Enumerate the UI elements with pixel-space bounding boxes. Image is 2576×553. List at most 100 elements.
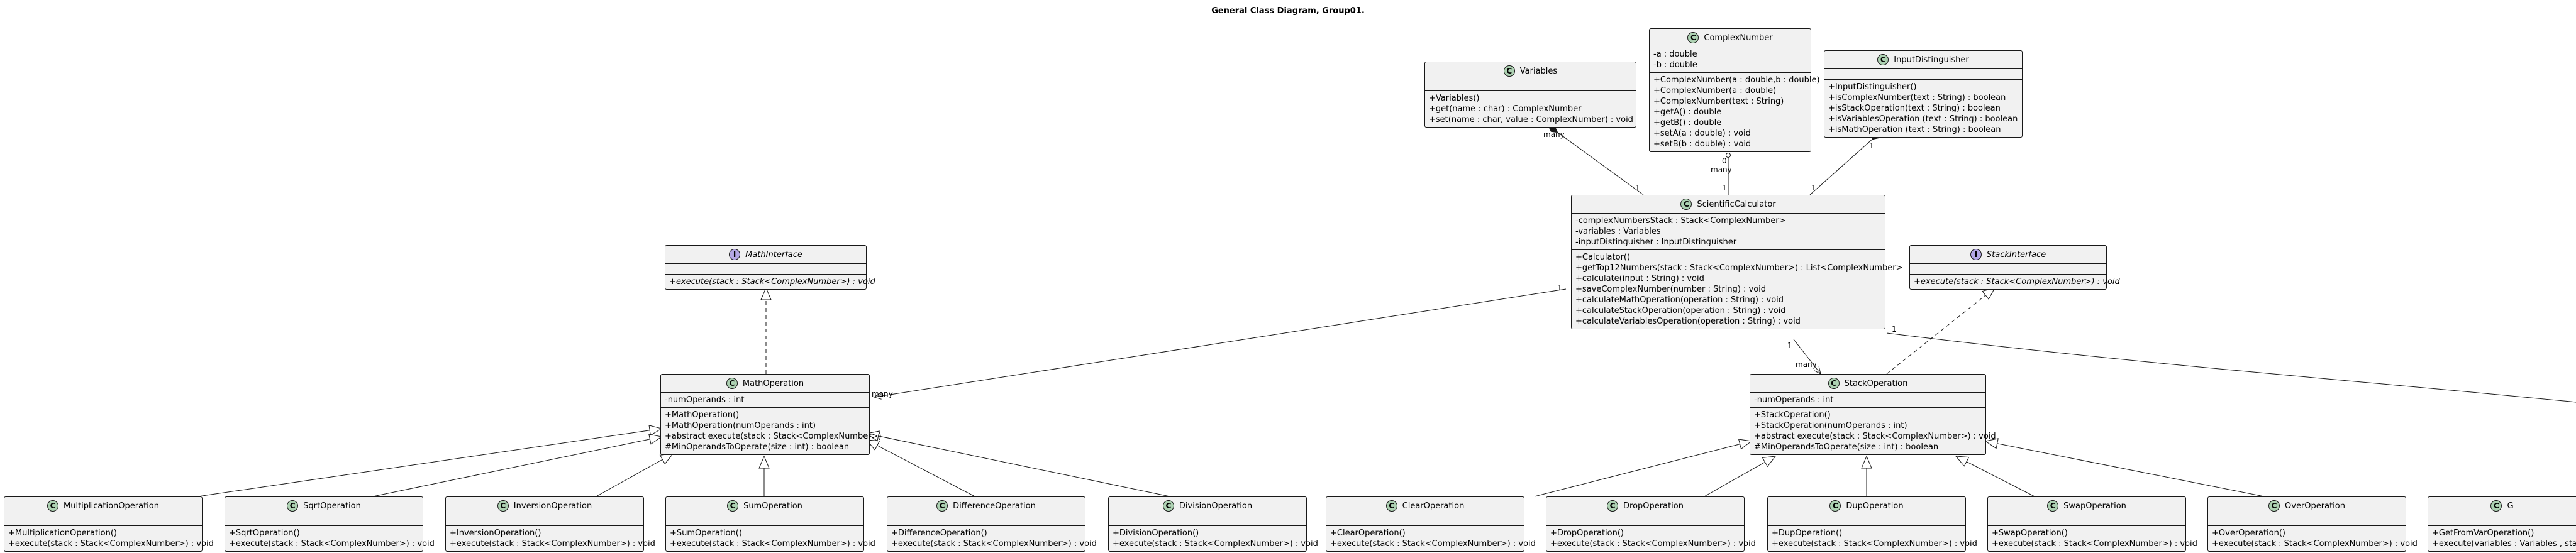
methods-section: +SqrtOperation()+execute(stack : Stack<C… (225, 526, 435, 551)
method-row: +execute(stack : Stack<ComplexNumber>) :… (450, 539, 655, 549)
methods-section: +StackOperation()+StackOperation(numOper… (1750, 408, 1996, 454)
method-row: +getB() : double (1653, 118, 1722, 128)
method-row: +isStackOperation(text : String) : boole… (1828, 104, 2001, 113)
method-row: +SumOperation() (670, 528, 742, 538)
method-row: +execute(stack : Stack<ComplexNumber>) :… (669, 277, 875, 287)
edge-drop-stackop (1704, 456, 1777, 497)
fields-section (1824, 69, 2022, 80)
method-row: +execute(stack : Stack<ComplexNumber>) :… (1992, 539, 2197, 549)
fields-section: -numOperands : int (1750, 393, 1985, 408)
method-row: +InputDistinguisher() (1828, 82, 1917, 92)
method-row: +setA(a : double) : void (1653, 129, 1751, 138)
methods-section: +InversionOperation()+execute(stack : St… (446, 526, 655, 551)
edge-input-calculator (1809, 132, 1880, 195)
label-many-stack: many (1796, 360, 1817, 369)
field-row: -inputDistinguisher : InputDistinguisher (1575, 238, 1737, 247)
field-row: -a : double (1653, 50, 1697, 59)
method-row: +set(name : char, value : ComplexNumber)… (1429, 115, 1633, 124)
method-row: +MathOperation() (665, 410, 740, 420)
field-row: -b : double (1653, 60, 1697, 70)
class-badge-icon: C (2268, 500, 2280, 512)
class-name: ClearOperation (1402, 501, 1465, 511)
class-name: ScientificCalculator (1697, 199, 1776, 209)
fields-section (1546, 515, 1744, 526)
class-badge-icon: C (47, 500, 59, 512)
method-row: +execute(stack : Stack<ComplexNumber>) :… (1550, 539, 1756, 549)
diagram-title: General Class Diagram, Group01. (1211, 6, 1365, 16)
method-row: +execute(stack : Stack<ComplexNumber>) :… (1772, 539, 1977, 549)
fields-section (665, 264, 866, 275)
fields-section (887, 515, 1085, 526)
class-badge-icon: C (1503, 65, 1515, 77)
method-row: +ComplexNumber(a : double,b : double) (1653, 75, 1820, 85)
method-row: +StackOperation() (1754, 410, 1831, 420)
method-row: +Calculator() (1575, 253, 1631, 262)
method-row: +execute(variables : Variables , sta (2432, 539, 2576, 549)
method-row: +execute(stack : Stack<ComplexNumber>) :… (670, 539, 875, 549)
label-zero-complex: 0 (1722, 156, 1727, 165)
class-name: G (2507, 501, 2514, 511)
method-row: +execute(stack : Stack<ComplexNumber>) :… (1113, 539, 1318, 549)
label-one-calc-stack: 1 (1787, 341, 1792, 350)
methods-section: +MathOperation()+MathOperation(numOperan… (661, 408, 882, 454)
edge-calculator-mathop (873, 288, 1567, 400)
fields-section (1109, 515, 1306, 526)
class-badge-icon: C (1828, 378, 1840, 389)
method-row: +Variables() (1429, 94, 1480, 103)
method-row: +abstract execute(stack : Stack<ComplexN… (665, 432, 882, 441)
fields-section (446, 515, 643, 526)
methods-section: +execute(stack : Stack<ComplexNumber>) :… (1910, 275, 2120, 289)
method-row: +isVariablesOperation (text : String) : … (1828, 114, 2018, 124)
method-row: +DupOperation() (1772, 528, 1843, 538)
label-one-variables: 1 (1635, 183, 1640, 192)
method-row: +isMathOperation (text : String) : boole… (1828, 125, 2001, 134)
class-name: StackOperation (1844, 378, 1908, 388)
label-many-math: many (872, 390, 893, 398)
methods-section: +SwapOperation()+execute(stack : Stack<C… (1988, 526, 2197, 551)
label-one-complex: 1 (1722, 183, 1727, 192)
methods-section: +Calculator()+getTop12Numbers(stack : St… (1572, 250, 1902, 329)
class-badge-icon: C (1829, 500, 1841, 512)
edge-div-mathop (865, 430, 1170, 497)
method-row: +ComplexNumber(text : String) (1653, 97, 1784, 106)
method-row: +execute(stack : Stack<ComplexNumber>) :… (1914, 277, 2120, 287)
methods-section: +MultiplicationOperation()+execute(stack… (4, 526, 214, 551)
interface-badge-icon: I (729, 249, 741, 260)
edge-sqrt-mathop (372, 434, 663, 497)
fields-section: -a : double-b : double (1650, 47, 1811, 73)
edge-stackop-stackinterface (1886, 287, 1996, 375)
method-row: +execute(stack : Stack<ComplexNumber>) :… (2212, 539, 2418, 549)
label-one-calc-getfrom: 1 (1892, 325, 1897, 334)
edge-diff-mathop (865, 439, 975, 497)
method-row: +DivisionOperation() (1113, 528, 1199, 538)
method-row: +ClearOperation() (1330, 528, 1406, 538)
methods-section: +Variables()+get(name : char) : ComplexN… (1425, 91, 1636, 127)
edge-variables-calculator (1548, 126, 1644, 195)
edge-calculator-stackop (1793, 339, 1821, 375)
edge-clear-stackop (1534, 439, 1753, 497)
method-row: +abstract execute(stack : Stack<ComplexN… (1754, 432, 1996, 441)
class-name: SwapOperation (2063, 501, 2126, 511)
fields-section (2208, 515, 2406, 526)
